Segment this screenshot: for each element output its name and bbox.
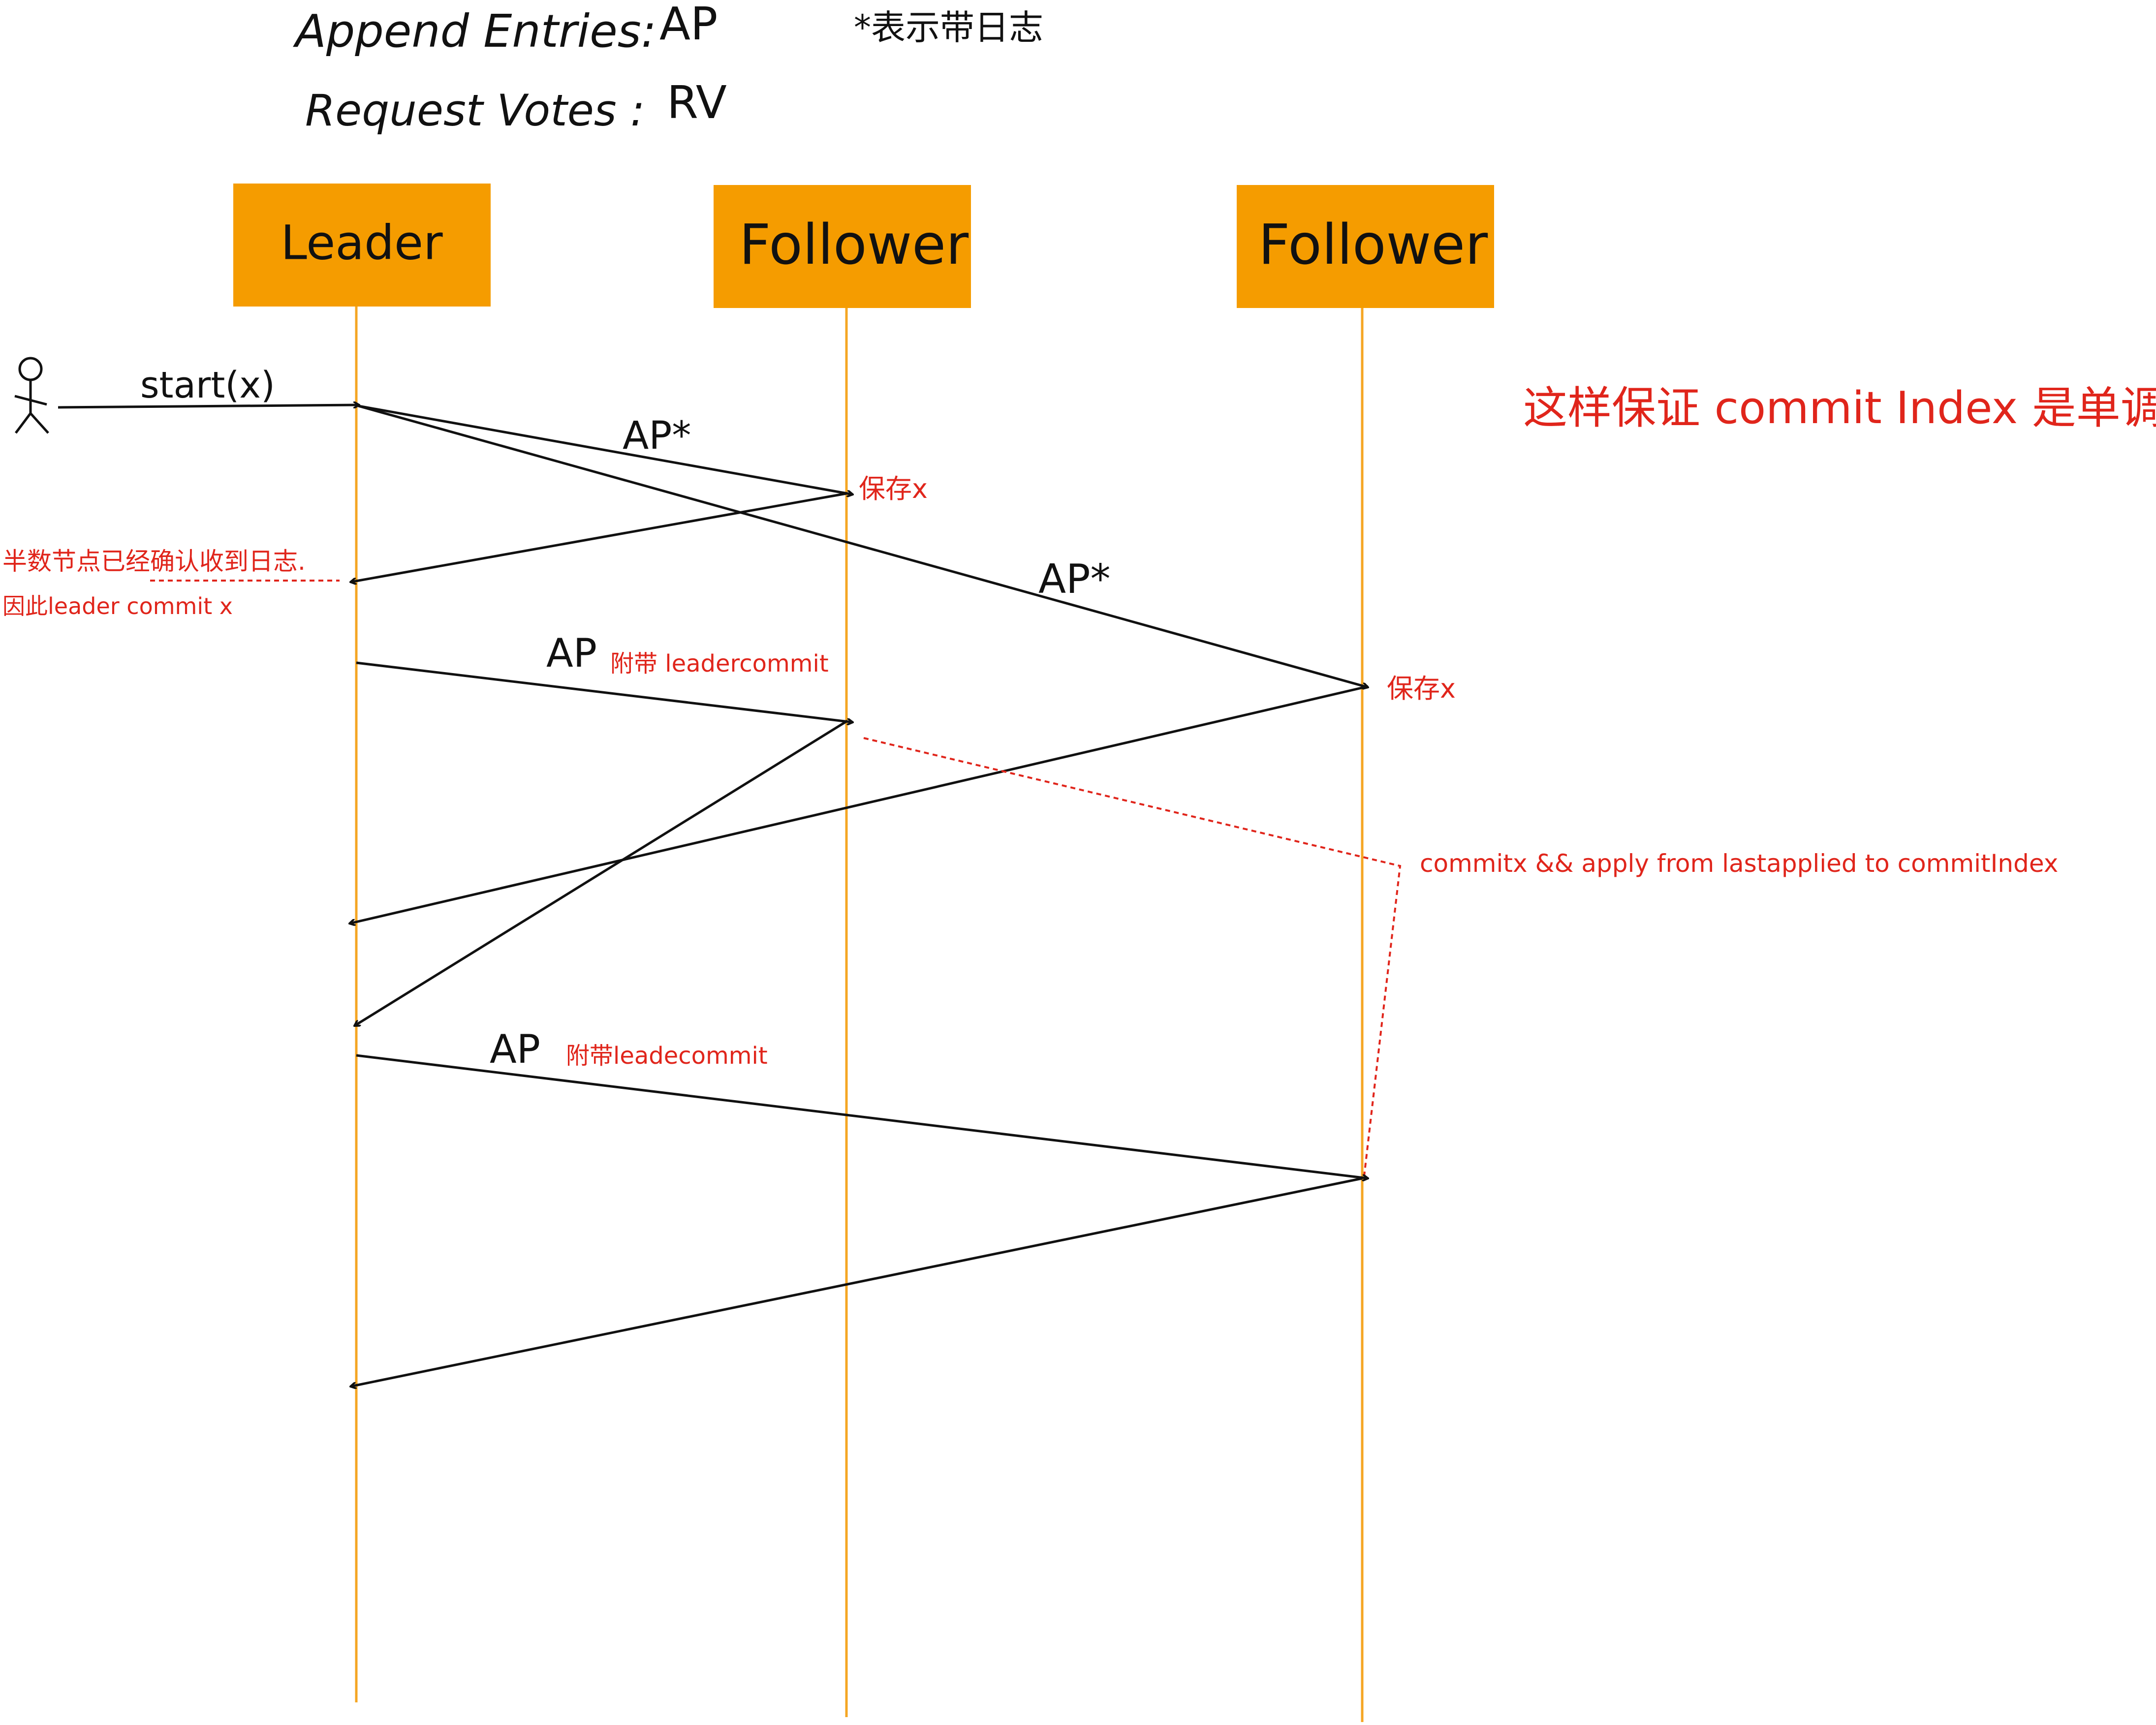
arrow-start-x: [58, 405, 359, 409]
legend-request-votes-label: Request Votes :: [305, 85, 645, 136]
legend-request-votes-abbr: RV: [667, 76, 727, 129]
participant-follower-2: Follower: [1237, 185, 1494, 308]
arrow-final-reply-follower-2: [350, 1177, 1363, 1386]
annotation-majority-line-2: 因此leader commit x: [2, 593, 233, 619]
message-ap-4-label: AP: [490, 1026, 540, 1072]
message-ap-3-note: 附带 leadercommit: [610, 650, 829, 678]
arrow-ap-star-follower-1: [358, 404, 853, 494]
legend-append-entries-label: Append Entries:: [293, 5, 656, 58]
arrow-ap-commit-follower-2: [356, 1054, 1368, 1178]
arrow-reply-follower-1: [350, 492, 847, 582]
arrow-ap-star-follower-2: [358, 404, 1368, 687]
arrow-ap-commit-follower-1: [356, 661, 853, 722]
annotation-majority-line-1: 半数节点已经确认收到日志.: [2, 547, 306, 576]
message-ap-star-1-label: AP*: [623, 414, 691, 458]
annotation-save-x-2: 保存x: [1387, 673, 1456, 704]
annotation-commit-apply-connector: [863, 737, 1402, 1176]
message-ap-star-2-label: AP*: [1038, 556, 1111, 603]
arrow-reply-follower-2: [349, 685, 1369, 924]
message-ap-4-note: 附带leadecommit: [566, 1042, 768, 1070]
arrow-reply-follower-1-commit: [354, 719, 848, 1027]
participant-follower-1-label: Follower: [739, 213, 969, 277]
message-ap-3-label: AP: [546, 630, 597, 676]
participant-leader-label: Leader: [281, 215, 443, 270]
annotation-monotonic: 这样保证 commit Index 是单调的.: [1523, 382, 2156, 434]
message-start-label: start(x): [140, 364, 275, 406]
annotation-save-x-1: 保存x: [859, 473, 928, 504]
legend-star-note: *表示带日志: [854, 7, 1043, 48]
participant-follower-2-label: Follower: [1258, 213, 1488, 277]
client-actor-icon: [14, 357, 49, 434]
participant-leader: Leader: [233, 184, 491, 307]
annotation-commit-apply: commitx && apply from lastapplied to com…: [1420, 849, 2058, 878]
participant-follower-1: Follower: [714, 185, 971, 308]
legend-append-entries-abbr: AP: [659, 0, 718, 50]
